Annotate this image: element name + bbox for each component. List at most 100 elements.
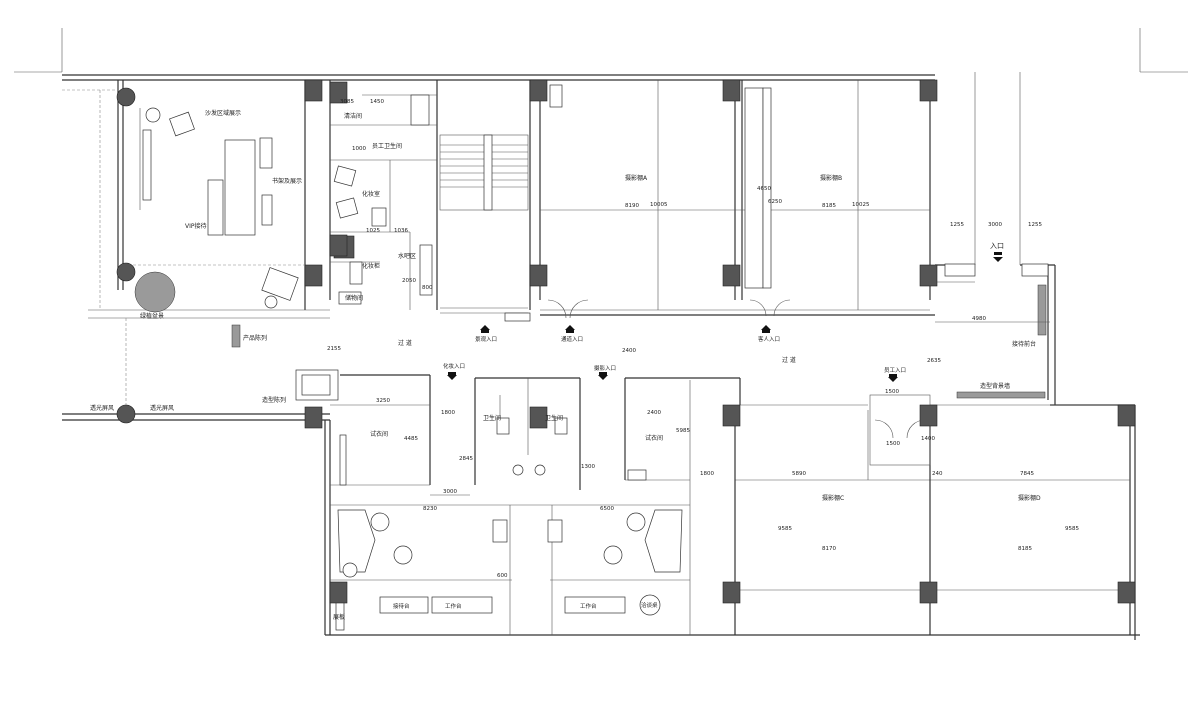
- dim: 4650: [757, 186, 771, 192]
- dim: 10005: [650, 202, 668, 208]
- dim: 1500: [885, 389, 899, 395]
- label-studio-a: 摄影棚A: [625, 174, 648, 182]
- label-staff-toilet: 员工卫生间: [372, 142, 402, 150]
- dim: 10025: [852, 202, 870, 208]
- column-square: [329, 234, 348, 257]
- dim: 4485: [404, 436, 418, 442]
- lower-rooms: [330, 374, 741, 635]
- dim: 8185: [1018, 546, 1032, 552]
- dim: 6500: [600, 506, 614, 512]
- label-studio-d: 摄影棚D: [1018, 494, 1041, 502]
- column-round: [116, 87, 136, 107]
- label-corridor-left: 过 道: [398, 339, 412, 347]
- label-cleaning: 清洁间: [344, 112, 362, 120]
- dim: 9585: [1065, 526, 1079, 532]
- dim: 1255: [950, 222, 964, 228]
- dim: 1025: [366, 228, 380, 234]
- dim: 800: [422, 285, 433, 291]
- entrance-area: [935, 263, 1050, 399]
- dim: 1800: [700, 471, 714, 477]
- column-square: [329, 81, 348, 104]
- label-shelf-display: 书架及展示: [272, 177, 302, 185]
- column-square: [529, 406, 548, 429]
- green-plant-icon: [134, 271, 176, 313]
- dim: 2400: [622, 348, 636, 354]
- arrow-label-4: 摄影入口: [594, 364, 616, 372]
- column-square: [919, 264, 938, 287]
- column-square: [722, 264, 741, 287]
- label-corridor-right: 过 道: [782, 356, 796, 364]
- label-fitting-left: 试衣间: [370, 430, 388, 438]
- label-styling-display: 造型陈列: [262, 396, 286, 404]
- dim: 9585: [778, 526, 792, 532]
- dim: 8230: [423, 506, 437, 512]
- dim: 8170: [822, 546, 836, 552]
- dim: 4980: [972, 316, 986, 322]
- label-makeup-cabinet: 化妆柜: [362, 262, 380, 270]
- dim: 2635: [927, 358, 941, 364]
- dim: 1800: [441, 410, 455, 416]
- label-studio-c: 摄影棚C: [822, 494, 844, 502]
- room-labels: VIP接待 沙发区域展示 书架及展示 绿植盆景 产品陈列 透光屏风 透光屏风 造…: [90, 109, 1041, 621]
- dim: 1036: [394, 228, 408, 234]
- column-square: [722, 79, 741, 102]
- label-water-bar: 水吧区: [398, 252, 416, 260]
- dim: 8185: [822, 203, 836, 209]
- label-styling-wall: 造型背景墙: [980, 382, 1010, 390]
- dim: 3000: [988, 222, 1002, 228]
- dim: 3085: [340, 99, 354, 105]
- arrow-label-5: 员工入口: [884, 367, 906, 374]
- label-projection: 展板: [333, 613, 345, 621]
- column-square: [304, 264, 323, 287]
- dim: 240: [932, 471, 943, 477]
- dim: 2155: [327, 346, 341, 352]
- arrow-label-1: 景观入口: [475, 336, 497, 343]
- column-square: [304, 406, 323, 429]
- column-square: [329, 581, 348, 604]
- label-tea-table: 洽谈桌: [641, 601, 658, 609]
- dimension-labels: 3085 1450 1000 1025 1036 2050 800 8190 1…: [327, 99, 1079, 579]
- column-square: [919, 79, 938, 102]
- dim: 5985: [676, 428, 690, 434]
- dim: 3000: [443, 489, 457, 495]
- vip-area: [62, 89, 339, 410]
- column-square: [1117, 581, 1136, 604]
- label-window-left: 透光屏风: [90, 404, 114, 412]
- label-makeup: 化妆室: [362, 190, 380, 198]
- arrow-label-2: 通道入口: [561, 335, 583, 343]
- crop-marks: [14, 28, 1188, 73]
- label-storage: 储物间: [345, 294, 363, 302]
- label-desk-mid: 工作台: [445, 602, 462, 610]
- dim: 1000: [352, 146, 366, 152]
- columns: [116, 79, 1136, 604]
- arrow-label-6: 化妆入口: [443, 362, 465, 370]
- label-window-right: 透光屏风: [150, 404, 174, 412]
- dim: 1500: [886, 441, 900, 447]
- column-square: [722, 404, 741, 427]
- dim: 2845: [459, 456, 473, 462]
- column-square: [1117, 404, 1136, 427]
- dim: 2050: [402, 278, 416, 284]
- service-rooms: [330, 94, 437, 310]
- label-salon-display: 沙发区域展示: [205, 109, 241, 117]
- furniture-labels: 接待台 工作台 工作台 洽谈桌: [393, 601, 658, 610]
- dim: 3250: [376, 398, 390, 404]
- column-square: [919, 404, 938, 427]
- building-walls: [62, 72, 1140, 640]
- dim: 6250: [768, 199, 782, 205]
- label-vip: VIP接待: [185, 222, 207, 230]
- dim: 1255: [1028, 222, 1042, 228]
- arrow-labels: 景观入口 通道入口 客人入口 摄影入口 员工入口 化妆入口: [443, 335, 906, 374]
- label-toilet-right: 卫生间: [545, 414, 563, 422]
- dim: 1400: [921, 436, 935, 442]
- column-square: [919, 581, 938, 604]
- label-entrance: 入口: [990, 242, 1004, 250]
- label-product-display: 产品陈列: [243, 334, 267, 342]
- label-toilet-left: 卫生间: [483, 414, 501, 422]
- column-square: [529, 79, 548, 102]
- arrow-label-3: 客人入口: [758, 335, 780, 343]
- label-studio-b: 摄影棚B: [820, 174, 842, 182]
- dim: 600: [497, 573, 508, 579]
- dim: 5890: [792, 471, 806, 477]
